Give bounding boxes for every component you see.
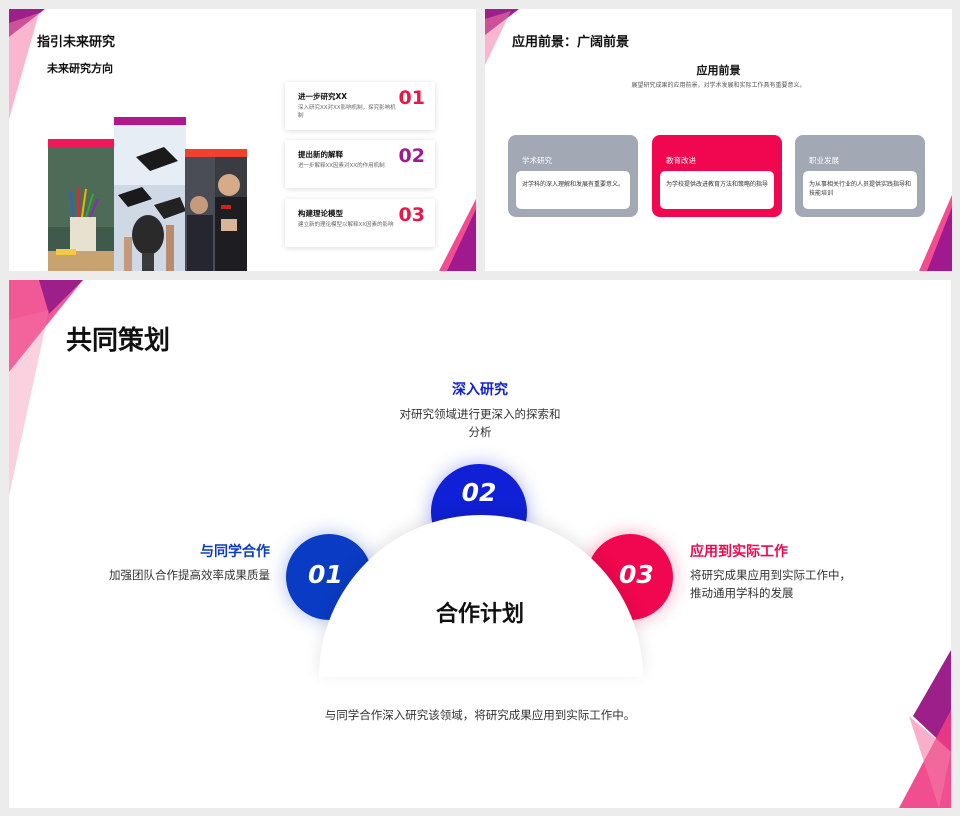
box-inner: 为学校提供改进教育方法和策略的指导: [660, 171, 774, 209]
card-number: 03: [398, 204, 425, 226]
card-description: 深入研究XX对XX影响机制，探究影响机制: [298, 105, 396, 119]
step-desc-02-line1: 对研究领域进行更深入的探索和: [399, 407, 561, 421]
box-inner: 为从事相关行业的人员提供实践指导和技能培训: [803, 171, 917, 209]
box-title: 教育改进: [666, 156, 696, 165]
card-title: 提出新的解释: [298, 150, 343, 159]
card-number: 01: [398, 87, 425, 109]
box-title: 职业发展: [809, 156, 839, 165]
card-description: 建立新的理论模型以解释XX因素的影响: [298, 222, 394, 228]
card-description: 进一步解释XX因素对XX的作用机制: [298, 163, 385, 169]
step-number: 03: [619, 560, 654, 589]
section-heading: 应用前景: [696, 64, 741, 77]
slide-title: 应用前景：广阔前景: [512, 35, 630, 50]
section-description: 展望研究成果的应用前景，对学术发展和实际工作具有重要意义。: [631, 82, 806, 89]
step-desc-03-line2: 推动通用学科的发展: [690, 586, 794, 600]
prospect-box-education: 教育改进 为学校提供改进教育方法和策略的指导: [652, 135, 782, 217]
research-direction-card-2: 提出新的解释 进一步解释XX因素对XX的作用机制 02: [285, 140, 435, 188]
photo-pencils: [48, 139, 116, 271]
center-title: 合作计划: [435, 602, 524, 627]
corner-decoration: [899, 650, 951, 808]
prospect-box-academic: 学术研究 对学科的深入理解和发展有重要意义。: [508, 135, 638, 217]
step-title-01: 与同学合作: [200, 544, 270, 560]
box-description: 对学科的深入理解和发展有重要意义。: [522, 181, 625, 188]
photo-graduation-caps: [114, 117, 186, 271]
slide-joint-planning: 共同策划 02 01 03 合作计划 深入研究 对研究领域进行更深入的探索和 分…: [9, 280, 951, 808]
slide-application-prospects: 应用前景：广阔前景 应用前景 展望研究成果的应用前景，对学术发展和实际工作具有重…: [485, 9, 952, 271]
corner-decoration: [439, 199, 476, 271]
slide-title: 共同策划: [66, 326, 171, 356]
slide-subtitle: 未来研究方向: [47, 62, 113, 75]
footer-text: 与同学合作深入研究该领域，将研究成果应用到实际工作中。: [324, 708, 636, 722]
box-title: 学术研究: [522, 156, 552, 165]
slide-title: 指引未来研究: [37, 35, 116, 50]
box-description: 为学校提供改进教育方法和策略的指导: [666, 181, 769, 188]
step-title-03: 应用到实际工作: [690, 544, 788, 560]
box-inner: 对学科的深入理解和发展有重要意义。: [516, 171, 630, 209]
step-desc-03-line1: 将研究成果应用到实际工作中，: [690, 568, 851, 582]
card-title: 构建理论模型: [298, 209, 343, 218]
step-title-02: 深入研究: [452, 382, 508, 398]
box-description: 为从事相关行业的人员提供实践指导和技能培训: [809, 181, 912, 197]
step-desc-01: 加强团队合作提高效率成果质量: [109, 568, 270, 582]
research-direction-card-1: 进一步研究XX 深入研究XX对XX影响机制，探究影响机制 01: [285, 82, 435, 130]
slide-future-research: 指引未来研究 未来研究方向: [9, 9, 476, 271]
corner-decoration: [9, 9, 45, 119]
step-number: 02: [461, 478, 497, 507]
card-title: 进一步研究XX: [298, 92, 348, 101]
research-direction-card-3: 构建理论模型 建立新的理论模型以解释XX因素的影响 03: [285, 199, 435, 247]
photo-graduates: [185, 149, 247, 271]
step-number: 01: [308, 560, 343, 589]
prospect-box-career: 职业发展 为从事相关行业的人员提供实践指导和技能培训: [795, 135, 925, 217]
card-number: 02: [398, 145, 425, 167]
step-desc-02-line2: 分析: [468, 425, 492, 439]
